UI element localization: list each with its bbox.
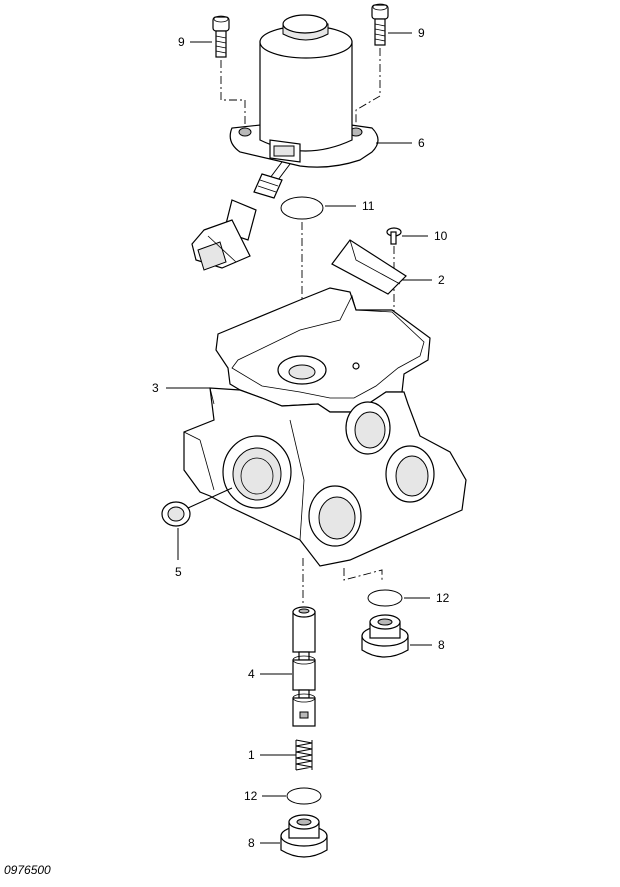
bolt-left-part9: [212, 15, 230, 58]
callout-8-lower: 8: [248, 836, 255, 850]
oring-part12-upper: [367, 589, 403, 607]
spool-part4: [292, 606, 316, 727]
callout-12-lower: 12: [244, 789, 258, 803]
callout-9-left: 9: [178, 35, 185, 49]
callout-12-upper: 12: [436, 591, 450, 605]
callout-1: 1: [248, 748, 255, 762]
plate-part2: [331, 239, 407, 295]
callout-8-upper: 8: [438, 638, 445, 652]
bolt-right-part9: [371, 3, 389, 46]
callout-11: 11: [362, 199, 375, 213]
drawing-code: 0976500: [4, 863, 51, 877]
callout-6: 6: [418, 136, 425, 150]
callout-4: 4: [248, 667, 255, 681]
callout-9-right: 9: [418, 26, 425, 40]
plug-part8-lower: [280, 814, 328, 858]
plug-part8-upper: [361, 614, 409, 658]
screw-part10: [386, 227, 402, 245]
callout-10: 10: [434, 229, 448, 243]
oring-part12-lower: [286, 787, 322, 805]
callout-5: 5: [175, 565, 182, 579]
oring-part11: [280, 196, 324, 220]
valve-body-part3: [183, 287, 467, 567]
washer-part5: [161, 501, 191, 527]
solenoid-part6: [191, 14, 379, 271]
callout-3: 3: [152, 381, 159, 395]
spring-part1: [295, 739, 313, 771]
callout-2: 2: [438, 273, 445, 287]
